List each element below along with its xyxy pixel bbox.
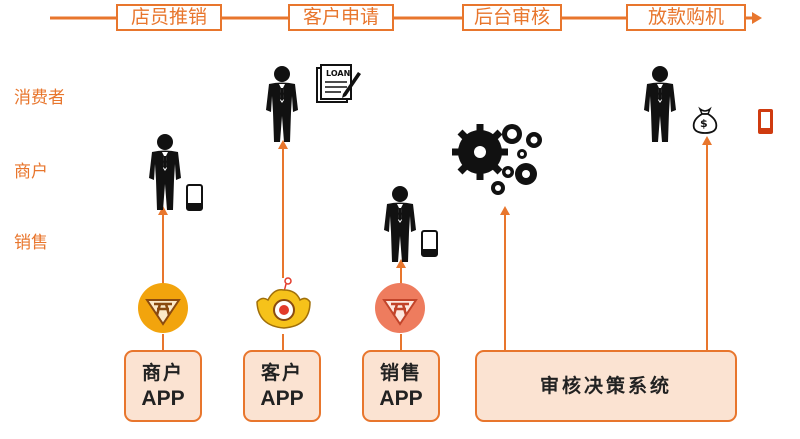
phone-icon xyxy=(186,184,203,211)
merchant-app-box-line2: APP xyxy=(141,387,185,410)
review-decision-system-label: 审核决策系统 xyxy=(539,375,672,397)
connector-review xyxy=(504,214,506,352)
connector-sales xyxy=(400,267,402,287)
sales-app-logo-icon xyxy=(375,283,425,333)
connector-customer xyxy=(282,148,284,278)
connector-sales-box xyxy=(400,334,402,350)
arrow-sales xyxy=(396,259,406,268)
customer-figure-icon xyxy=(262,66,302,142)
role-consumer: 消费者 xyxy=(14,88,65,108)
merchant-app-box: 商户 APP xyxy=(124,350,202,422)
stage-loan-purchase: 放款购机 xyxy=(626,4,746,31)
stage-backend-review: 后台审核 xyxy=(462,4,562,31)
sales-figure-icon xyxy=(380,186,420,262)
connector-merchant-box xyxy=(162,334,164,350)
merchant-app-logo-icon xyxy=(138,283,188,333)
sales-app-box: 销售 APP xyxy=(362,350,440,422)
stage-customer-application: 客户申请 xyxy=(288,4,394,31)
customer-app-box: 客户 APP xyxy=(243,350,321,422)
arrow-customer xyxy=(278,140,288,149)
role-merchant: 商户 xyxy=(14,162,48,182)
gears-icon xyxy=(452,124,542,195)
connector-loan xyxy=(706,144,708,352)
connector-customer-box xyxy=(282,334,284,350)
merchant-figure-icon xyxy=(145,134,185,210)
customer-app-logo-icon xyxy=(256,277,311,329)
red-phone-icon xyxy=(758,109,773,134)
customer-app-box-line1: 客户 xyxy=(260,362,303,384)
merchant-app-box-line1: 商户 xyxy=(141,362,184,384)
arrow-loan xyxy=(702,136,712,145)
loan-text: LOAN xyxy=(326,69,351,78)
sales-app-box-line1: 销售 xyxy=(379,362,422,384)
stage-sales-promotion: 店员推销 xyxy=(116,4,222,31)
arrow-review xyxy=(500,206,510,215)
connector-merchant xyxy=(162,214,164,284)
customer-app-box-line2: APP xyxy=(260,387,304,410)
money-bag-icon: $ xyxy=(690,104,720,134)
loan-document-icon: LOAN xyxy=(316,64,362,104)
arrow-merchant xyxy=(158,206,168,215)
consumer-figure-icon xyxy=(640,66,680,142)
role-sales: 销售 xyxy=(14,233,48,253)
sales-app-box-line2: APP xyxy=(379,387,423,410)
money-bag-symbol: $ xyxy=(700,117,708,130)
review-decision-system-box: 审核决策系统 xyxy=(475,350,737,422)
phone-icon xyxy=(421,230,438,257)
